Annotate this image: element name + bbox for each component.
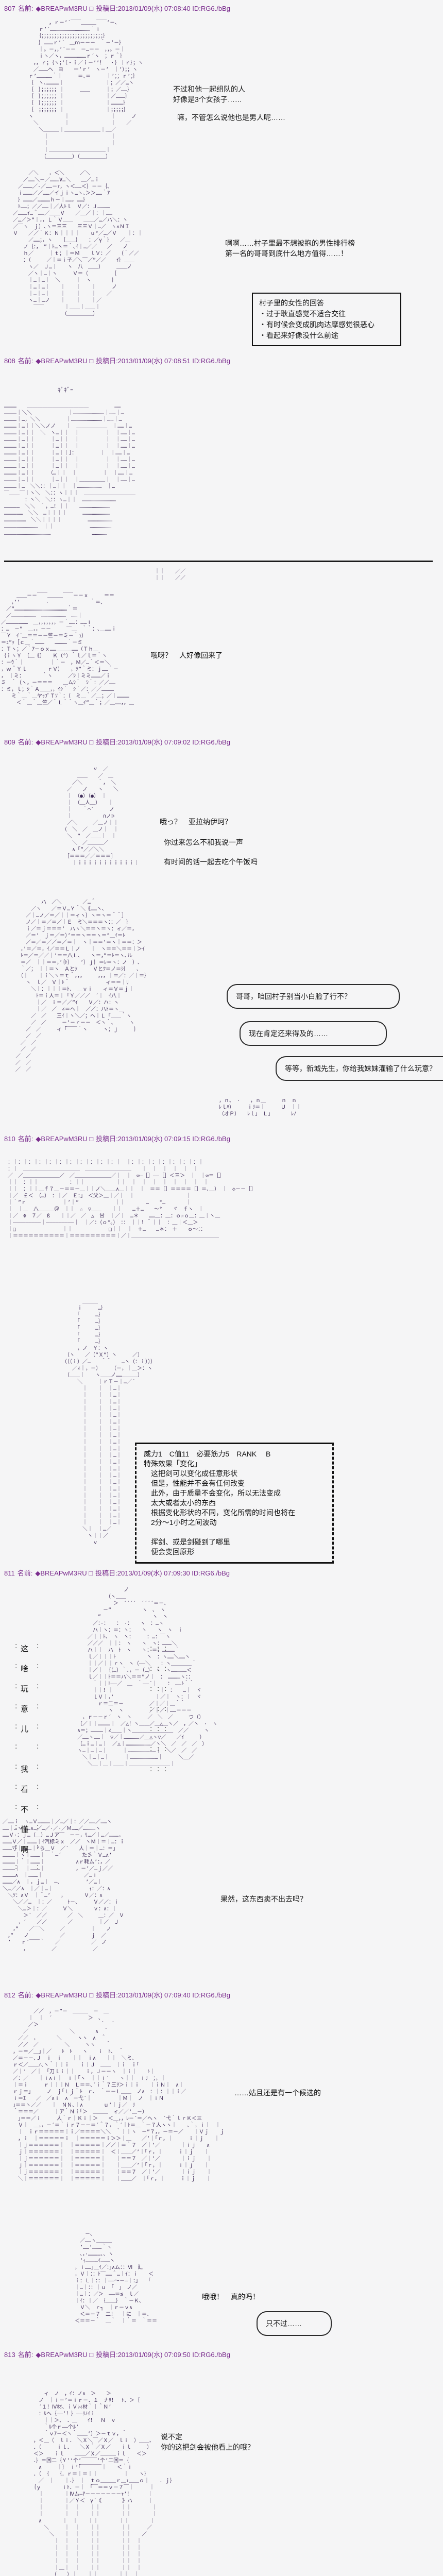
- post-meta: 投稿日:2013/01/09(水) 07:09:02 ID:RG6./bBg: [96, 738, 230, 746]
- ascii-art-armored-figure: ィ ノ ，ｲ：ノ∧ ＞ ＞ ノ ｜ｉ－’＝ｉｒ－．１ ナｻ！ ﾄ、＞｛ ´１！Ⅳ…: [33, 2391, 175, 2576]
- ascii-art-gesture: ，ｎ､ · ，ｎ＿ ｎ ｎ ﾚｌﾊ） ｉﾘ＝｜ Ｕ ｜｜ （才Ｐ） ﾚｌ｣ Ｌ｣…: [219, 1098, 301, 1117]
- post-number[interactable]: 808: [4, 357, 15, 365]
- vertical-colon-column-deco-3: ：：：：：：：: [160, 1646, 167, 1787]
- ascii-art-yaruo: 〃 ／ ＿＿ ／ ＿ ／＼ ｀， ＼ ／ ノ ヽ ＼ ｜ （●）（●） ｜ ｜ …: [62, 767, 139, 866]
- ascii-art-siblings: ハ ／＼ ／…＾ ／ヽ ／＝Ｖ…Ｙ＾＼｟……ヽ､ ／｜…ノ／＝／｜｜＝ィヽ｝ヽ＝…: [15, 900, 149, 1073]
- speech-bubble-812: 只不过……: [257, 2311, 332, 2336]
- ascii-art-door: ………… ＿＿＿＿＿＿＿＿＿＿＿＿ …… …………｜＼＼ ｜……………………………: [4, 403, 135, 536]
- ascii-art-brother: ，ｒ－’´￣￣＿＿＿￣￣’－､ ｒ’´…………………………………｀ｉ ｛；；；；…: [28, 20, 144, 160]
- sound-effect-creak: ｷﾞｷﾞｰ: [58, 386, 74, 394]
- ascii-art-workshop: ：｜：｜：｜：｜：｜：｜：｜：｜：｜：｜：｜ ｜：｜：｜：｜：｜：｜：｜：｜ ：…: [8, 1160, 257, 1239]
- name-label: 名前:: [18, 1991, 33, 1999]
- dialogue-809-1: 哦っ？ 亚拉纳伊珂？: [160, 818, 232, 826]
- speech-bubble-brother: 等等，新城先生，你给我妹妹灌输了什么玩意？: [276, 1056, 443, 1081]
- post-meta: 投稿日:2013/01/09(水) 07:09:50 ID:RG6./bBg: [96, 2351, 230, 2359]
- post-meta: 投稿日:2013/01/09(水) 07:09:15 ID:RG6./bBg: [96, 1135, 230, 1143]
- dialogue-807-1: 不过和他一起组队的人 好像是3个女孩子……: [173, 85, 245, 104]
- vertical-colon-column-deco-1: ：：：：：：：: [146, 1646, 153, 1787]
- post-number[interactable]: 811: [4, 1569, 15, 1577]
- post-meta: 投稿日:2013/01/09(水) 07:08:51 ID:RG6./bBg: [96, 357, 230, 365]
- speech-bubble-sister-2: 现在肯定还来得及的……: [240, 1021, 387, 1046]
- dialogue-809-3: 有时间的话一起去吃个午饭吗: [164, 858, 258, 866]
- ascii-art-hooded-figure: ＿＿－－￣￣＿＿＿￣￣－－ｘ ＝＝ ，’’ · ｀＝､ ／”……………………………: [1, 593, 134, 706]
- dialogue-807-2: 嘛，不管怎么说他也是男人呢……: [177, 113, 285, 122]
- name-label: 名前:: [18, 357, 33, 365]
- ascii-art-beam: ｜｜ ／／ ｜｜ ／／: [155, 569, 185, 581]
- post-number[interactable]: 809: [4, 738, 15, 746]
- post-author[interactable]: ◆BREAPwM3RU □: [35, 1569, 93, 1577]
- ascii-art-standing-figure: ／……ｉ ヽ…Ｖ…………｜／…／｜：／／……／……ヽ ……｜…ヽ｜…∧…／…／·…: [3, 1819, 125, 1952]
- dialogue-812-1: ……姑且还是有一个候选的: [234, 2089, 321, 2097]
- sword-status-box: 威力1 C值11 必要筋力5 RANK B 特殊效果「变化」 这把剑可以变化成任…: [135, 1443, 334, 1564]
- dialogue-807-3: 啊啊……村子里最不想被抱的男性排行榜 第一名的哥哥到底什么地方值得……！: [225, 239, 355, 258]
- post-author[interactable]: ◆BREAPwM3RU □: [36, 1135, 94, 1143]
- ascii-art-sword: ＿＿＿ ｉ …｝ ｢ …｝ ｢ …｝ ｢ …｝ ｢ …｝ ｢ …｝ ，ノ Ｙ：ヽ…: [62, 1299, 156, 1546]
- post-number[interactable]: 807: [4, 5, 15, 12]
- vertical-colon-column-right: ：：：：：：：：：：：：: [32, 1643, 40, 1885]
- dialogue-809-2: 你过来怎么不和我说一声: [164, 838, 243, 846]
- post-author[interactable]: ◆BREAPwM3RU □: [36, 2351, 94, 2359]
- post-author[interactable]: ◆BREAPwM3RU □: [36, 738, 94, 746]
- answer-box-items: ・过于耿直感觉不适合交往 ・有时候会变成肌肉达摩感觉很恶心 ・看起来好像没什么前…: [259, 310, 374, 340]
- dialogue-813-1: 说不定 你的这把剑会被他看上的哦？: [161, 2433, 254, 2451]
- dialogue-811-1: 果然，这东西卖不出去吗？: [220, 1895, 307, 1903]
- post-number[interactable]: 810: [4, 1135, 15, 1143]
- ascii-art-small-figure: －､ ／……ヽ＿＿＿ ’……’………｀ヽ 、，·…………、、ヽ ’ｨ…………ｲ……: [74, 2231, 157, 2324]
- post-meta: 投稿日:2013/01/09(水) 07:09:40 ID:RG6./bBg: [96, 1991, 230, 1999]
- name-label: 名前:: [18, 1135, 33, 1143]
- post-meta: 投稿日:2013/01/09(水) 07:08:40 ID:RG6./bBg: [96, 5, 230, 12]
- dialogue-812-2: 哦哦！ 真的吗！: [202, 2293, 260, 2301]
- post-number[interactable]: 812: [4, 1991, 15, 1999]
- vertical-dialogue-811: 这啥玩意儿 我看不懂啊: [20, 1645, 28, 1866]
- post-number[interactable]: 813: [4, 2351, 15, 2359]
- vertical-colon-column-left: ：：：：：：：：：：：：: [11, 1643, 18, 1885]
- post-author[interactable]: ◆BREAPwM3RU □: [36, 1991, 94, 1999]
- speech-bubble-sister-1: 哥哥，咱回村子别当小白脸了行不？: [227, 984, 400, 1009]
- ascii-art-sister: ／＼ ，＜＼ ／＼ ／……＼－／………∀…＼ ＿／…ｉ ／………／·／……－ｧ，…: [12, 171, 143, 317]
- vertical-colon-column-deco-2: ：：：：：：：: [153, 1646, 160, 1787]
- dialogue-808-1: 哦呀？ 人好像回来了: [150, 651, 223, 659]
- name-label: 名前:: [17, 1569, 33, 1577]
- name-label: 名前:: [18, 738, 33, 746]
- name-label: 名前:: [18, 5, 33, 12]
- post-author[interactable]: ◆BREAPwM3RU □: [36, 5, 94, 12]
- ascii-art-cloaked-figure: ／／ ，－”－ ＿＿＿ － ＿ ｜ ｜ ´ ＞ ､ ／＞ ｀ ｀ ／ ＼ ∧ ＾…: [13, 2009, 225, 2182]
- village-women-answer-box: 村子里的女性的回答 ・过于耿直感觉不适合交往 ・有时候会变成肌肉达摩感觉很恶心 …: [252, 293, 401, 346]
- ascii-art-glasses-girl: ノ （ヽ＿＿ ＞ ´´´´ ´´´´＝－､ －” ヽ ､ ヽ ” ヽ ヽ ／：·…: [77, 1587, 218, 1767]
- answer-box-title: 村子里的女性的回答: [259, 299, 324, 307]
- post-author[interactable]: ◆BREAPwM3RU □: [36, 357, 94, 365]
- post-meta: 投稿日:2013/01/09(水) 07:09:30 ID:RG6./bBg: [95, 1569, 230, 1577]
- name-label: 名前:: [18, 2351, 33, 2359]
- floor-line: [4, 561, 433, 562]
